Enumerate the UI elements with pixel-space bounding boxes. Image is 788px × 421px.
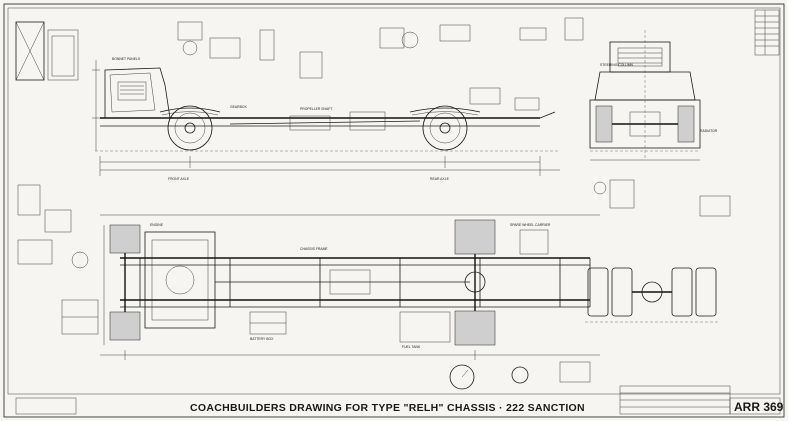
note-label: SPARE WHEEL CARRIER [510,223,551,227]
gauge-details [449,361,591,390]
note-label: FUEL TANK [402,345,421,349]
title-block [619,385,781,415]
detail-crossed-box [15,21,79,81]
rear-wheels-detail [585,179,731,323]
rear-wheel-circle [422,105,468,151]
gauge-dial-left [449,364,475,390]
sheet-border [3,3,785,418]
note-label: BATTERY BOX [250,337,274,341]
note-text-group: BONNET PANELS FRONT AXLE REAR AXLE FUEL … [112,57,718,349]
note-label: RADIATOR [700,129,718,133]
lower-left-detail [17,184,99,335]
note-label: BONNET PANELS [112,57,141,61]
note-label: GEARBOX [230,105,248,109]
revision-table [754,9,780,56]
upper-detail-parts [177,17,584,111]
note-label: PROPELLER SHAFT [300,107,332,111]
gauge-dial-right [511,366,529,384]
side-elevation-view [92,60,560,176]
note-label: FRONT AXLE [168,177,190,181]
maker-block [15,397,77,415]
front-wheel-circle [167,105,213,151]
note-label: CHASSIS FRAME [300,247,328,251]
front-elevation-view [589,30,701,161]
drawing-reference: ARR 369 [734,400,784,414]
inner-border [7,7,781,395]
plan-view [100,214,600,360]
drawing-title: COACHBUILDERS DRAWING FOR TYPE "RELH" CH… [190,402,585,414]
note-label: REAR AXLE [430,177,450,181]
note-label: STEERING COLUMN [600,63,634,67]
note-label: ENGINE [150,223,164,227]
